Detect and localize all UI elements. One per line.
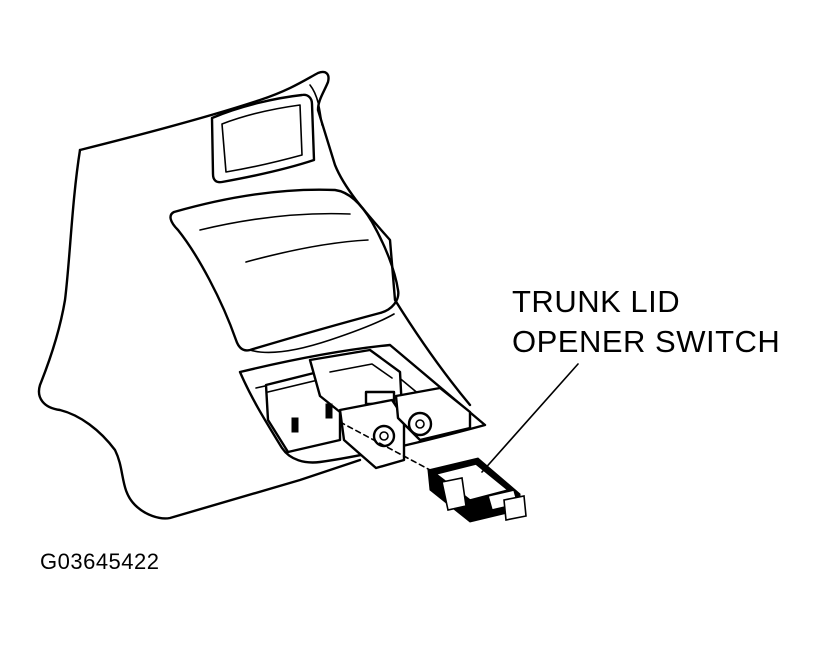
- trunk-lid-opener-switch: [427, 457, 527, 523]
- callout-label-line2: OPENER SWITCH: [512, 324, 781, 359]
- armrest: [169, 188, 400, 354]
- switch-bank: [264, 348, 472, 471]
- callout-label-line1: TRUNK LID: [512, 284, 681, 319]
- dashboard-outline: [37, 70, 472, 520]
- upper-vent: [210, 93, 316, 184]
- callout-leader-line: [481, 363, 579, 473]
- figure-id: G03645422: [40, 549, 160, 574]
